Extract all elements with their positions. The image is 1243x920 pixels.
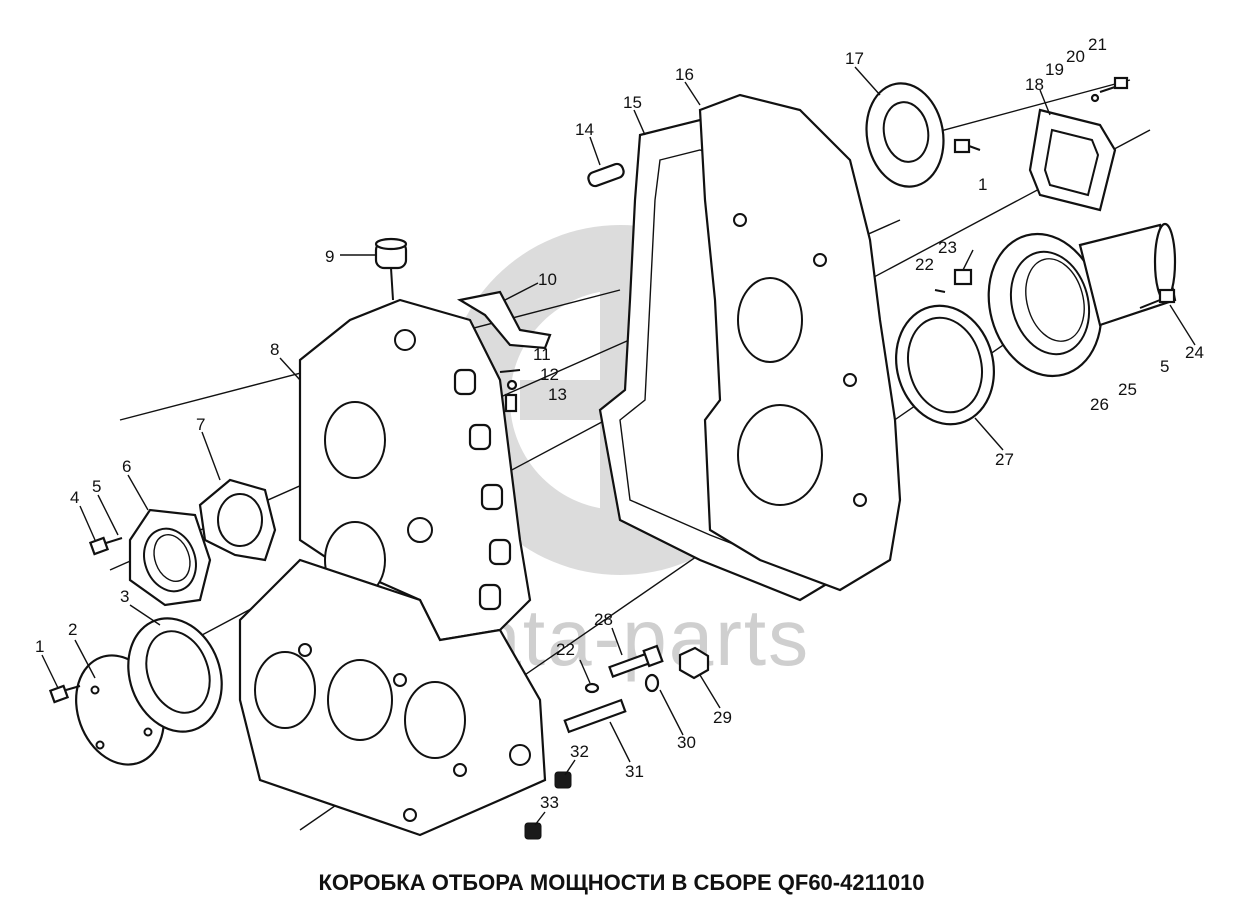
callout-23: 23 bbox=[938, 238, 957, 257]
callout-24: 24 bbox=[1185, 343, 1204, 362]
callout-25: 25 bbox=[1118, 380, 1137, 399]
part-7-gasket bbox=[198, 478, 277, 562]
callout-2: 2 bbox=[68, 620, 77, 639]
part-11-13-hardware bbox=[499, 369, 521, 413]
callout-1: 1 bbox=[35, 637, 44, 656]
callout-17: 17 bbox=[845, 49, 864, 68]
callout-5: 5 bbox=[92, 477, 101, 496]
callout-32: 32 bbox=[570, 742, 589, 761]
part-1-bolt bbox=[48, 684, 81, 704]
callout-33: 33 bbox=[540, 793, 559, 812]
part-3-gasket bbox=[127, 617, 223, 733]
callout-20: 20 bbox=[1066, 47, 1085, 66]
callout-5-right: 5 bbox=[1160, 357, 1169, 376]
callout-26: 26 bbox=[1090, 395, 1109, 414]
callout-7: 7 bbox=[196, 415, 205, 434]
exploded-view-diagram: data-parts bbox=[35, 35, 1204, 840]
callout-22: 22 bbox=[915, 255, 934, 274]
part-22-washer bbox=[584, 682, 600, 694]
callout-31: 31 bbox=[625, 762, 644, 781]
callout-10: 10 bbox=[538, 270, 557, 289]
callout-21: 21 bbox=[1088, 35, 1107, 54]
part-29-nut bbox=[678, 646, 710, 680]
callout-29: 29 bbox=[713, 708, 732, 727]
part-31-stud bbox=[563, 698, 627, 734]
part-10-bracket bbox=[456, 290, 552, 350]
callout-11: 11 bbox=[533, 345, 551, 364]
callout-9: 9 bbox=[325, 247, 334, 266]
part-4-bolt bbox=[88, 536, 123, 556]
diagram-title: КОРОБКА ОТБОРА МОЩНОСТИ В СБОРЕ QF60-421… bbox=[318, 870, 925, 895]
callout-28: 28 bbox=[594, 610, 613, 629]
part-32-plug bbox=[554, 771, 572, 789]
part-1-bolt-upper bbox=[953, 138, 981, 154]
callout-13: 13 bbox=[548, 385, 567, 404]
part-25-shaft-housing bbox=[1078, 222, 1177, 327]
callout-6: 6 bbox=[122, 457, 131, 476]
part-19-21-hardware bbox=[1090, 76, 1129, 103]
part-26-output-flange bbox=[987, 232, 1103, 378]
callout-19: 19 bbox=[1045, 60, 1064, 79]
callout-14: 14 bbox=[575, 120, 594, 139]
callout-18: 18 bbox=[1025, 75, 1044, 94]
part-14-dowel-pin bbox=[587, 162, 625, 188]
part-27-seal bbox=[895, 304, 995, 426]
part-24-bolt bbox=[1139, 288, 1176, 309]
callout-3: 3 bbox=[120, 587, 129, 606]
part-16-rear-housing bbox=[698, 93, 902, 592]
part-6-bearing-cap bbox=[128, 508, 212, 607]
part-18-frame-cover bbox=[1028, 108, 1117, 212]
part-22-23-bolt bbox=[934, 268, 973, 293]
callout-27: 27 bbox=[995, 450, 1014, 469]
part-9-breather-cap bbox=[374, 237, 408, 301]
part-30-washer bbox=[644, 673, 660, 693]
callout-22-lower: 22 bbox=[556, 640, 575, 659]
callout-1-upper: 1 bbox=[978, 175, 987, 194]
part-28-bolt bbox=[608, 644, 664, 678]
part-33-plug bbox=[524, 822, 542, 840]
callout-8: 8 bbox=[270, 340, 279, 359]
callout-30: 30 bbox=[677, 733, 696, 752]
part-17-flange bbox=[865, 82, 945, 188]
callout-16: 16 bbox=[675, 65, 694, 84]
leader-lines bbox=[41, 66, 1196, 826]
callout-labels: 1 2 3 4 5 6 7 8 9 10 11 12 13 14 15 16 1… bbox=[35, 35, 1204, 812]
gearbox-body bbox=[238, 558, 547, 837]
callout-15: 15 bbox=[623, 93, 642, 112]
callout-12: 12 bbox=[540, 365, 559, 384]
callout-4: 4 bbox=[70, 488, 79, 507]
